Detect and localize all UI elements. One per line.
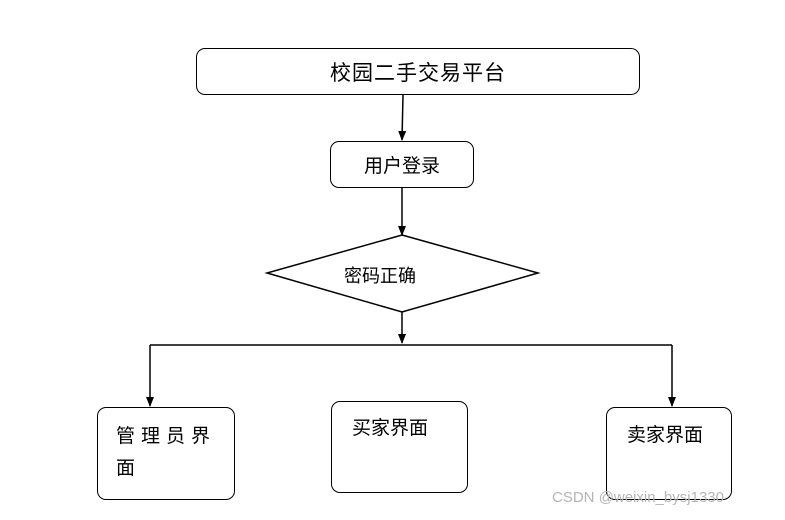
admin-node-label: 管理员界面 [116, 425, 217, 479]
arrow-platform-to-login [398, 94, 407, 141]
platform-node: 校园二手交易平台 [196, 48, 640, 95]
watermark: CSDN @weixin_bysj1330 [552, 489, 724, 506]
platform-node-label: 校园二手交易平台 [330, 60, 506, 85]
buyer-node: 买家界面 [331, 401, 468, 493]
decision-node-label: 密码正确 [344, 266, 416, 287]
admin-node: 管理员界面 [97, 407, 235, 500]
login-node-label: 用户登录 [363, 155, 440, 177]
login-node: 用户登录 [330, 141, 474, 188]
buyer-node-label: 买家界面 [352, 417, 429, 439]
seller-node-label: 卖家界面 [627, 424, 704, 446]
seller-node: 卖家界面 [606, 407, 732, 500]
